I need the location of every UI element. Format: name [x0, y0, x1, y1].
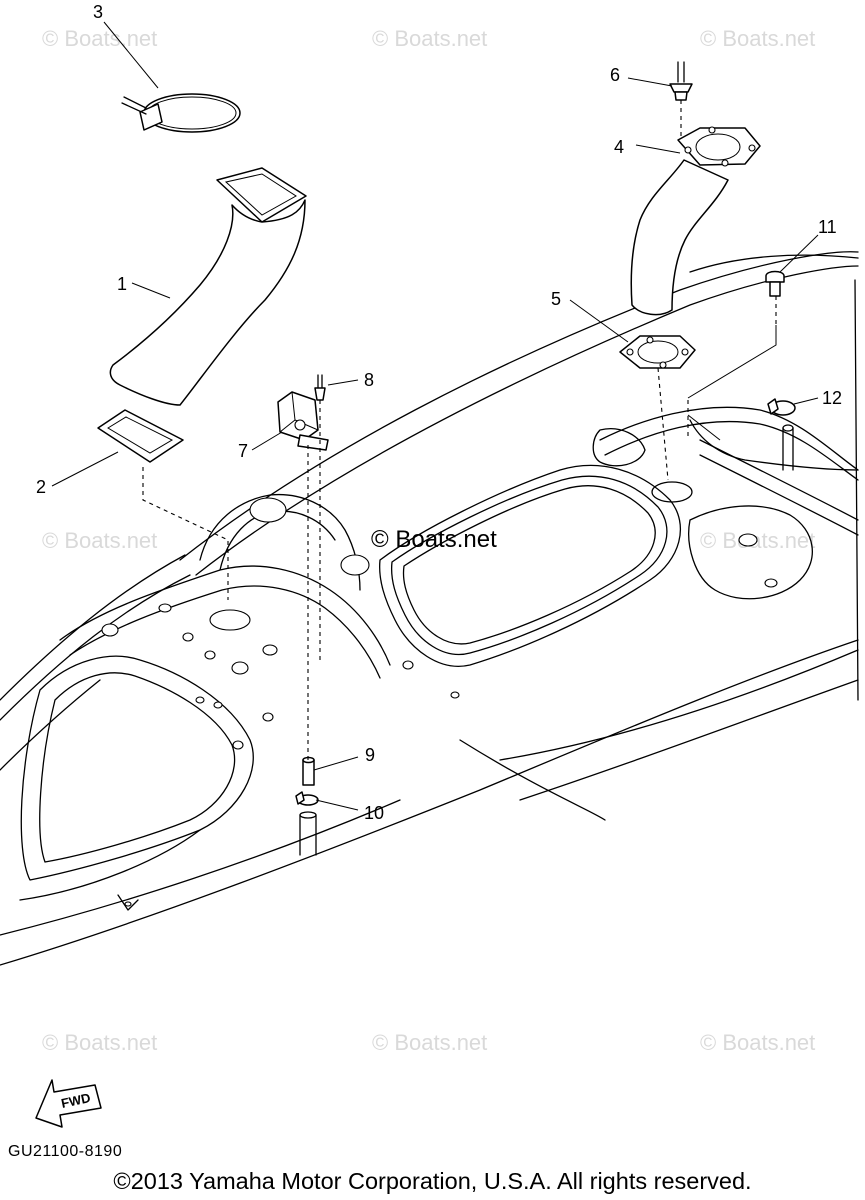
- watermark: © Boats.net: [372, 1030, 488, 1055]
- part-6-bolt: [669, 61, 693, 101]
- watermark: © Boats.net: [42, 528, 158, 553]
- assembly-lines: [142, 100, 777, 760]
- callout-8: 8: [364, 370, 375, 390]
- part-4-pipe: [630, 126, 761, 316]
- part-11-bolt: [765, 270, 785, 297]
- watermark: © Boats.net: [42, 26, 158, 51]
- part-2-gasket: [97, 409, 184, 463]
- callout-1: 1: [117, 274, 128, 294]
- callout-12: 12: [822, 388, 843, 408]
- watermark: © Boats.net: [372, 26, 488, 51]
- frame-crossmember: [59, 428, 646, 911]
- leader-lines: [51, 21, 819, 811]
- part-5-gasket: [619, 335, 696, 369]
- callout-10: 10: [364, 803, 385, 823]
- part-3-band: [121, 93, 241, 133]
- callout-2: 2: [36, 477, 47, 497]
- part-12-clamp: [767, 398, 796, 416]
- callout-3: 3: [93, 2, 104, 22]
- callout-7: 7: [238, 441, 249, 461]
- watermark: © Boats.net: [700, 1030, 816, 1055]
- part-7-bracket: [277, 391, 329, 451]
- center-watermark: © Boats.net: [371, 526, 497, 553]
- callout-11: 11: [818, 217, 837, 237]
- watermark: © Boats.net: [700, 26, 816, 51]
- callout-9: 9: [365, 745, 376, 765]
- copyright-notice: ©2013 Yamaha Motor Corporation, U.S.A. A…: [113, 1168, 752, 1194]
- part-8-pin: [314, 374, 326, 401]
- watermark: © Boats.net: [700, 528, 816, 553]
- hatch-opening: [379, 464, 682, 667]
- right-deck-plate: [599, 406, 859, 600]
- fwd-arrow-icon: [35, 1079, 102, 1128]
- callout-5: 5: [551, 289, 562, 309]
- part-1-duct: [109, 167, 307, 406]
- diagram-code: GU21100-8190: [8, 1143, 123, 1160]
- callout-6: 6: [610, 65, 621, 85]
- watermark: © Boats.net: [42, 1030, 158, 1055]
- callout-4: 4: [614, 137, 625, 157]
- hull-outline: [0, 251, 859, 966]
- part-9-hose: [302, 756, 315, 786]
- part-10-clamp: [295, 791, 319, 856]
